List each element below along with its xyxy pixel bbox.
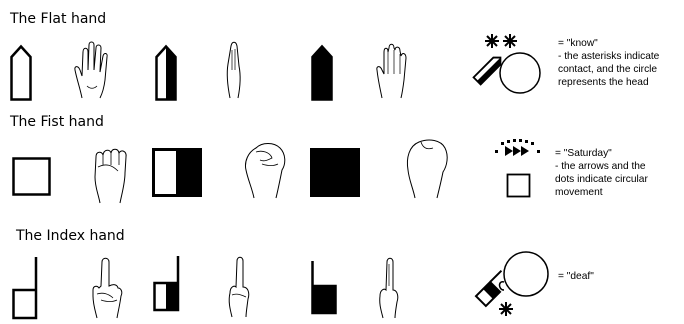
flat-hand-palm-drawing [72,40,112,102]
saturday-explanation-line: - the arrows and the [555,160,648,173]
index-hand-heading: The Index hand [16,228,125,245]
flat-hand-tilted-symbol [474,54,504,84]
flat-hand-symbol-filled [311,45,333,101]
fist-hand-palm-drawing [90,143,132,207]
fist-hand-symbol-half [152,148,202,198]
saturday-explanation-line: = "Saturday" [555,147,648,160]
fist-hand-symbol-filled [310,148,360,198]
ear-mark [500,282,505,290]
fist-hand-heading: The Fist hand [10,114,104,131]
know-explanation: = "know" - the asterisks indicate contac… [558,37,659,89]
deaf-explanation: = "deaf" [558,270,594,283]
deaf-sign-diagram [468,250,552,320]
know-explanation-line: = "know" [558,37,659,50]
know-explanation-line: represents the head [558,76,659,89]
index-hand-palm-drawing [87,256,127,320]
fist-hand-back-drawing [403,136,451,202]
arrows-icon [505,146,529,156]
index-hand-back-drawing [375,256,405,320]
know-explanation-line: contact, and the circle [558,63,659,76]
flat-hand-symbol-outline [10,45,32,101]
flat-hand-side-drawing [222,40,246,102]
saturday-explanation: = "Saturday" - the arrows and the dots i… [555,147,648,199]
fist-hand-side-drawing [242,138,290,202]
know-explanation-line: - the asterisks indicate [558,50,659,63]
index-hand-symbol-half [153,255,183,319]
asterisk-icon [485,34,517,48]
fist-hand-small-symbol [508,175,530,197]
head-circle [500,53,540,93]
saturday-sign-diagram [492,138,544,202]
know-sign-diagram [470,33,550,95]
flat-hand-back-drawing [374,40,410,102]
index-hand-symbol-outline [12,256,42,320]
flat-hand-heading: The Flat hand [10,11,106,28]
flat-hand-symbol-half [155,45,177,101]
saturday-explanation-line: movement [555,186,648,199]
index-hand-side-drawing [224,255,256,319]
deaf-explanation-line: = "deaf" [558,270,594,283]
head-circle [504,252,548,296]
fist-hand-symbol-outline [12,157,52,197]
asterisk-icon [499,302,513,316]
index-hand-symbol-filled [311,260,341,324]
index-hand-tilted-symbol [476,271,511,306]
saturday-explanation-line: dots indicate circular [555,173,648,186]
